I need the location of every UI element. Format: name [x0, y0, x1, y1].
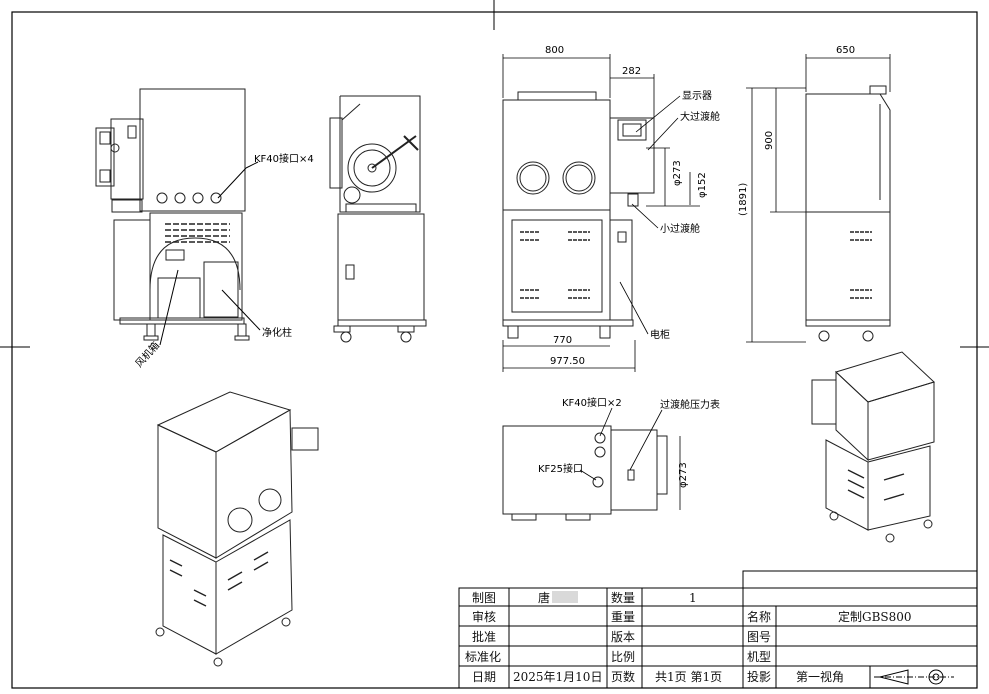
- dim-base-width: 770: [553, 335, 572, 346]
- dim-dia-273: φ273: [672, 160, 683, 186]
- side-view-dimensions: [746, 54, 891, 343]
- tb-date-value: 2025年1月10日: [513, 670, 602, 684]
- small-chamber-label: 小过渡舱: [660, 222, 700, 235]
- tb-name-value: 定制GBS800: [838, 609, 912, 624]
- left-view: [95, 88, 250, 341]
- tb-scale-label: 比例: [611, 650, 635, 664]
- large-chamber-label: 大过渡舱: [680, 110, 720, 123]
- dim-depth: 650: [836, 45, 855, 56]
- tb-name-label: 名称: [747, 609, 771, 624]
- tb-check-label: 审核: [472, 609, 496, 624]
- tb-projection-value: 第一视角: [796, 669, 844, 684]
- tb-quantity-label: 数量: [611, 590, 635, 605]
- left-view-labels: KF40接口×4 风机箱 净化柱: [132, 152, 313, 370]
- tb-standard-label: 标准化: [465, 650, 501, 664]
- kf25-port-label: KF25接口: [538, 462, 583, 475]
- kf40-ports-label: KF40接口×4: [254, 152, 314, 165]
- top-view-labels: KF40接口×2 过渡舱压力表 KF25接口 φ273: [538, 396, 720, 510]
- tb-model-label: 机型: [747, 650, 771, 664]
- tb-weight-label: 重量: [611, 610, 635, 624]
- top-view: [502, 425, 668, 521]
- dim-width-total: 800: [545, 45, 564, 56]
- kf40-ports-2-label: KF40接口×2: [562, 396, 622, 409]
- dim-dia-152: φ152: [697, 172, 708, 198]
- tb-date-label: 日期: [472, 670, 496, 684]
- side-view: [805, 85, 891, 342]
- iso-view-front: [155, 391, 319, 667]
- tb-version-label: 版本: [611, 630, 635, 644]
- title-block-text: 制图 唐 数量 1 审核 重量 批准 版本 标准化 比例 日期 2025年1月1…: [465, 590, 912, 684]
- dim-chamber-depth: 282: [622, 66, 641, 77]
- tb-drawing-no-label: 图号: [747, 630, 771, 644]
- top-dim-dia-273: φ273: [678, 462, 689, 488]
- tb-drawn-label: 制图: [472, 591, 496, 605]
- display-label: 显示器: [682, 90, 712, 102]
- tb-pages-label: 页数: [611, 669, 635, 684]
- rear-view: [329, 95, 427, 343]
- electrical-cabinet-label: 电柜: [650, 328, 670, 341]
- side-view-dim-text: 650 900 (1891): [738, 45, 855, 216]
- iso-view-rear: [811, 351, 935, 543]
- tb-projection-label: 投影: [747, 669, 771, 684]
- title-block: [458, 570, 978, 689]
- purifier-column-label: 净化柱: [262, 326, 292, 339]
- tb-quantity-value: 1: [689, 591, 697, 605]
- front-view-dim-text: 800 282 770 977.50 φ273 φ152: [545, 45, 708, 367]
- tb-approve-label: 批准: [472, 629, 496, 644]
- first-angle-projection-symbol: [874, 669, 954, 685]
- dim-upper-height: 900: [764, 131, 775, 150]
- tb-pages-value: 共1页 第1页: [655, 670, 722, 684]
- dim-total-height: (1891): [738, 183, 749, 216]
- front-view-labels: 显示器 大过渡舱 小过渡舱 电柜: [619, 90, 720, 341]
- chamber-gauge-label: 过渡舱压力表: [660, 398, 720, 411]
- dim-overall-width: 977.50: [550, 356, 585, 367]
- blower-box-label: 风机箱: [132, 339, 162, 370]
- front-view: [502, 91, 655, 339]
- front-view-dimensions: [502, 54, 700, 372]
- tb-drawn-value: 唐: [538, 590, 550, 605]
- redaction-block: [552, 591, 578, 603]
